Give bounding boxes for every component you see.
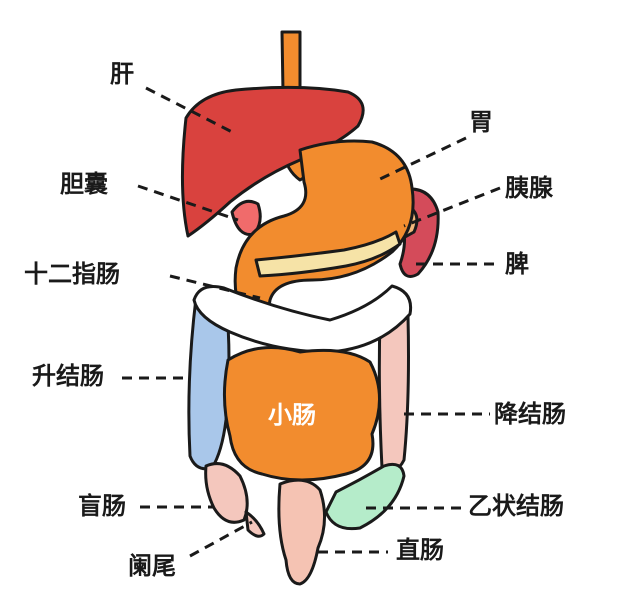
label-descending-colon: 降结肠 <box>494 400 566 428</box>
label-liver: 肝 <box>110 60 134 88</box>
rectum <box>277 478 326 586</box>
label-gallbladder: 胆囊 <box>60 170 108 198</box>
transverse-colon <box>192 284 413 354</box>
leader-appendix <box>189 520 253 558</box>
leader-gallbladder <box>137 184 239 222</box>
label-cecum: 盲肠 <box>78 492 126 520</box>
label-pancreas: 胰腺 <box>505 174 553 202</box>
label-appendix: 阑尾 <box>128 552 176 580</box>
gallbladder <box>230 199 262 237</box>
appendix <box>244 510 266 538</box>
leader-duodenum <box>169 274 261 300</box>
leader-pancreas <box>403 186 501 228</box>
label-stomach: 胃 <box>469 108 493 136</box>
label-duodenum: 十二指肠 <box>24 260 120 288</box>
label-spleen: 脾 <box>505 250 529 278</box>
label-rectum: 直肠 <box>396 536 444 564</box>
label-sigmoid-colon: 乙状结肠 <box>468 492 564 520</box>
cecum <box>204 462 249 524</box>
sigmoid-colon <box>324 462 406 531</box>
duodenum-folds <box>254 230 402 278</box>
small-intestine <box>222 346 382 482</box>
label-small-intestine: 小肠 <box>268 401 316 429</box>
label-ascending-colon: 升结肠 <box>32 362 104 390</box>
